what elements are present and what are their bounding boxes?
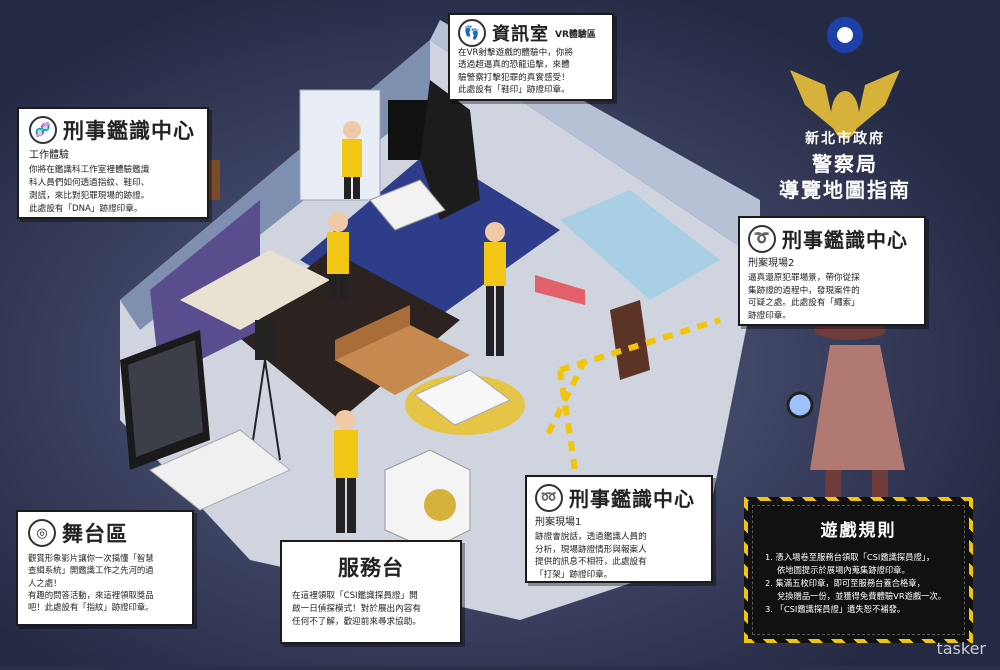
callout-subtitle: 工作體驗 [29, 150, 69, 161]
rules-item: 1. 憑入場卷至服務台領取「CSI鑑識探員證」， [765, 552, 935, 562]
callout-stage: ◎ 舞台區 觀賞形象影片讓你一次搞懂「智慧 查緝系統」開鑑識工作之先河的過 人之… [16, 510, 194, 626]
footprint-icon: 👣 [458, 19, 486, 47]
line: 驗警察打擊犯罪的真實感受！ [458, 72, 570, 83]
bed [560, 190, 720, 300]
tripod-light [255, 320, 275, 360]
line: 查緝系統」開鑑識工作之先河的過 [28, 565, 154, 576]
page-title: 導覽地圖指南 [779, 178, 911, 202]
org-line2: 警察局 [812, 152, 878, 176]
stage-screen-inner [128, 340, 203, 457]
bench [149, 429, 291, 511]
forensic-desk [180, 250, 330, 330]
callout-title: 舞台區 [62, 522, 128, 546]
game-rules-panel: 遊戲規則 1. 憑入場卷至服務台領取「CSI鑑識探員證」， 依地圖提示於展場內蒐… [744, 497, 973, 643]
callout-subtitle: 刑案現場1 [535, 517, 582, 528]
line: 啟一日偵探模式！對於展出內容有 [292, 604, 421, 614]
callout-vr-room: 👣 資訊室 VR體驗區 在VR射擊遊戲的體驗中，你將 透過超逼真的恐龍追擊，來體… [448, 13, 614, 101]
gaming-chair [420, 80, 480, 220]
line: 逼真還原犯罪場景，帶你從採 [748, 273, 860, 283]
callout-forensic-work: 🧬 刑事鑑識中心 工作體驗 你將在鑑識科工作室裡體驗鑑識 科人員們如何透過指紋、… [17, 107, 209, 219]
hazard-tape-3 [542, 358, 588, 442]
line: 提供的訊息不相符，此處設有 [535, 557, 647, 567]
officer-vr [342, 121, 362, 199]
line: 分析，現場跡證情形與報案人 [535, 544, 647, 555]
callout-title: 服務台 [338, 556, 404, 580]
rules-title: 遊戲規則 [820, 521, 897, 541]
callout-service-desk: 服務台 在這裡領取「CSI鑑識探員證」開 啟一日偵探模式！對於展出內容有 任何不… [280, 540, 462, 644]
police-emblem [790, 17, 900, 139]
rules-item: 依地圖提示於展場內蒐集跡證印章。 [777, 565, 910, 575]
line: 在VR射擊遊戲的體驗中，你將 [458, 48, 573, 58]
line: 透過超逼真的恐龍追擊，來體 [458, 60, 570, 71]
line: 觀賞形象影片讓你一次搞懂「智慧 [28, 553, 154, 563]
sofa [335, 325, 470, 395]
callout-crime-scene-1: ➿ 刑事鑑識中心 刑案現場1 跡證會說話，透過鑑識人員的 分析，現場跡證情形與報… [525, 475, 713, 583]
coffee-table [414, 369, 511, 426]
officer-forensic [327, 212, 349, 300]
line: 人之處！ [28, 577, 62, 588]
callout-title: 資訊室 [492, 24, 549, 45]
line: 可疑之處。此處設有「繩索」 [748, 298, 860, 308]
callout-subtitle: 刑案現場2 [748, 258, 795, 269]
nightstand [610, 300, 650, 380]
line: 吧！此處設有「指紋」跡證印章。 [28, 602, 154, 613]
callout-tag: VR體驗區 [555, 29, 596, 40]
fingerprint-icon: ◎ [28, 519, 56, 547]
window-panel [299, 89, 381, 201]
counter-emblem [424, 489, 456, 521]
line: 跡證印章。 [748, 310, 791, 321]
line: 科人員們如何透過指紋、鞋印、 [29, 178, 150, 188]
rules-item: 兌換贈品一份，並獲得免費體驗VR遊戲一次。 [777, 591, 947, 601]
sofa-back [335, 305, 410, 360]
line: 測謊，來比對犯罪現場的跡證。 [29, 191, 150, 201]
callout-title: 刑事鑑識中心 [569, 487, 695, 511]
line: 集跡證的過程中，發現案件的 [748, 285, 860, 296]
dna-icon: 🧬 [29, 116, 57, 144]
rules-item: 3. 「CSI鑑識探員證」遺失恕不補發。 [765, 604, 906, 614]
line: 「打架」跡證印章。 [535, 569, 613, 580]
line: 有趣的問答活動，來這裡領取獎品 [28, 589, 154, 600]
knot-icon: ➰ [748, 224, 776, 253]
line: 跡證會說話，透過鑑識人員的 [535, 532, 647, 542]
callout-title: 刑事鑑識中心 [63, 119, 195, 143]
line: 此處設有「DNA」跡證印章。 [29, 204, 143, 214]
watermark: tasker [936, 639, 986, 658]
officer-service [334, 410, 358, 533]
org-line1: 新北市政府 [805, 131, 885, 147]
line: 你將在鑑識科工作室裡體驗鑑識 [29, 165, 150, 175]
line: 此處設有「鞋印」跡證印章。 [458, 84, 570, 95]
vr-table [369, 179, 446, 231]
rules-item: 2. 集滿五枚印章，即可至服務台蓋合格章， [765, 578, 925, 588]
callout-title: 刑事鑑識中心 [782, 228, 908, 252]
callout-crime-scene-2: ➰ 刑事鑑識中心 刑案現場2 逼真還原犯罪場景，帶你從採 集跡證的過程中，發現案… [738, 216, 926, 326]
victim-dress [535, 275, 585, 305]
line: 在這裡領取「CSI鑑識探員證」開 [292, 591, 418, 601]
noose-icon: ➿ [535, 483, 563, 512]
line: 任何不了解，歡迎前來尋求協助。 [292, 617, 421, 627]
officer-crime-scene [484, 222, 506, 356]
